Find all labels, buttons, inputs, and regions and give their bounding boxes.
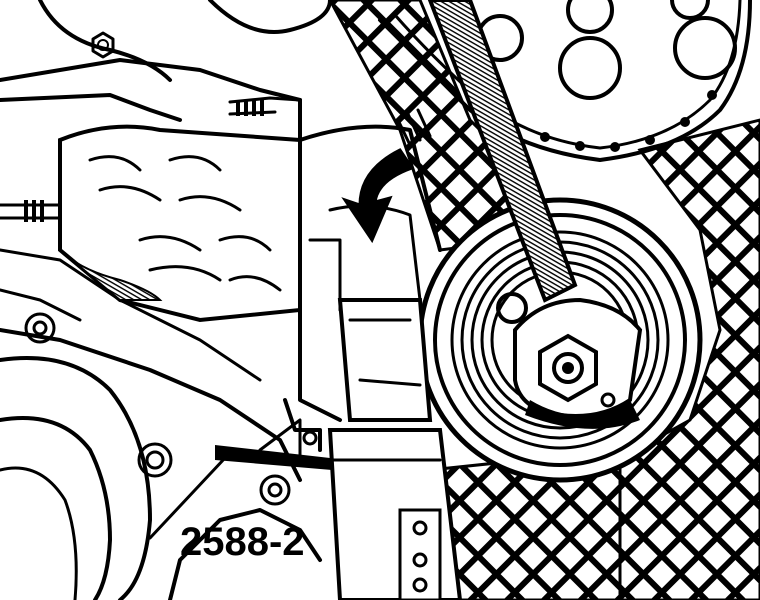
pin-wrench [427,0,578,303]
holding-tool [215,298,463,600]
callout-label: 2588-2 [180,520,305,564]
injection-pump [58,124,302,323]
crankshaft-pulley [0,356,152,600]
tensioner-nut [538,333,598,403]
timing-belt [328,0,760,600]
timing-cover [298,98,442,422]
motion-lines-icon [396,108,432,147]
curved-arrow-icon [341,148,415,244]
eccentric-tensioner [496,292,643,429]
callout-2588-2: 2588-2 [148,456,305,564]
